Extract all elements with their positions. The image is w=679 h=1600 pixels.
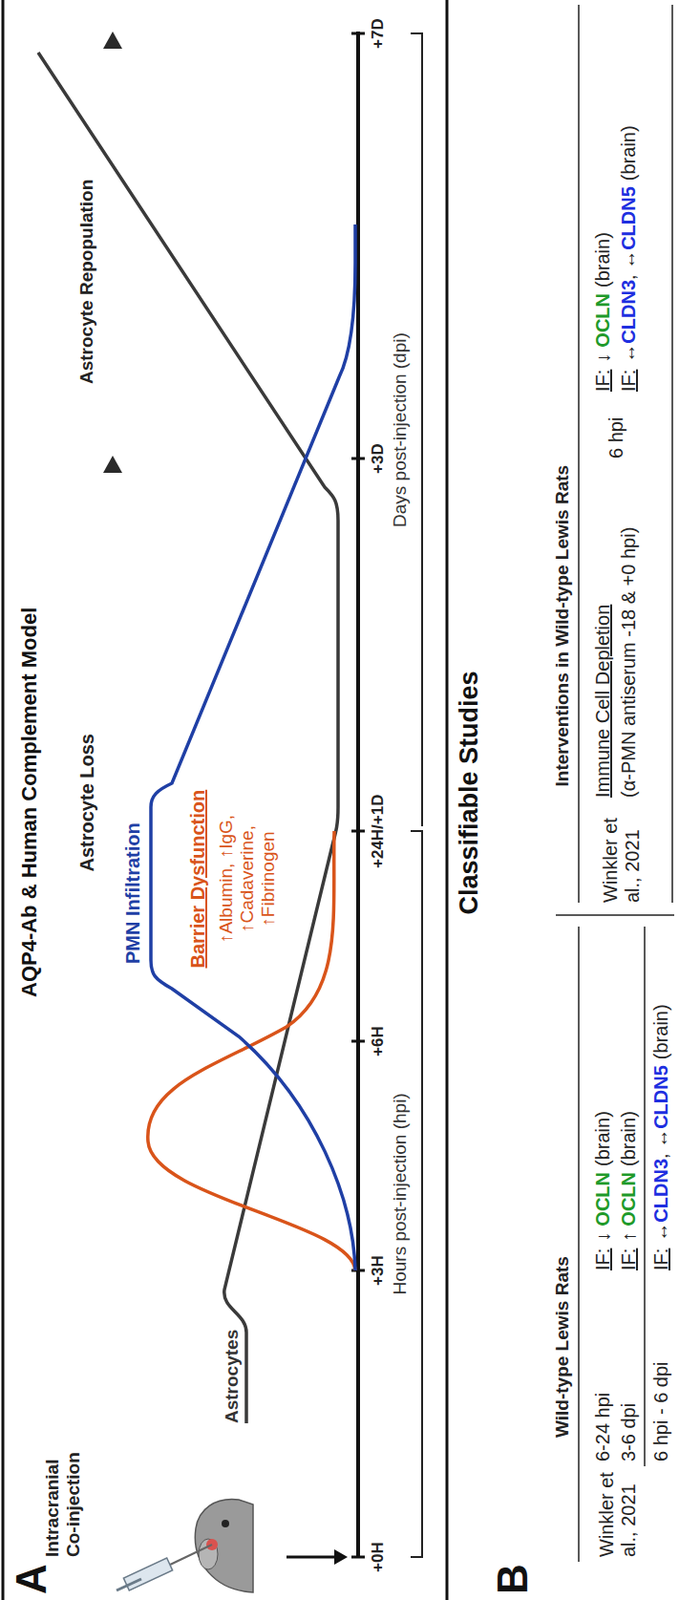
result-text: ↓ xyxy=(592,1231,615,1242)
result-text: , ↔ xyxy=(617,250,640,280)
result-text: OCLN xyxy=(592,1171,615,1227)
result-text: (brain) xyxy=(592,1110,615,1167)
result-text: IF: xyxy=(617,1248,640,1271)
curve-label: Astrocytes xyxy=(221,1329,243,1423)
citation: Winkler et al., 2021 xyxy=(599,814,644,903)
timepoint: 6-24 hpi xyxy=(592,1392,615,1462)
result-row: IF: ↓ OCLN (brain) xyxy=(592,232,615,392)
result-text: OCLN xyxy=(617,1171,640,1227)
result-text: ↔ xyxy=(650,1222,673,1242)
result-text: IF: xyxy=(650,1248,673,1271)
panel-letter: B xyxy=(488,1563,538,1594)
result-text: ↑ xyxy=(617,1231,640,1242)
result-text: (brain) xyxy=(617,125,640,181)
panel-title: AQP4-Ab & Human Complement Model xyxy=(17,607,42,998)
result-text: CLDN3 xyxy=(650,1158,673,1223)
citation: Winkler et al., 2021 xyxy=(595,1468,640,1557)
timepoint: 3-6 dpi xyxy=(617,1402,640,1462)
procedure-label: Intracranial Co-injection xyxy=(42,1432,85,1557)
tick-label: +7D xyxy=(368,18,388,49)
result-text: CLDN5 xyxy=(617,186,640,251)
result-text: (brain) xyxy=(650,1003,673,1060)
intervention-detail: (α-PMN antiserum -18 & +0 hpi) xyxy=(617,527,640,798)
curve-label: PMN Infiltration xyxy=(122,822,145,964)
phase-label: Astrocyte Repopulation xyxy=(76,179,98,384)
table-header: Interventions in Wild-type Lewis Rats xyxy=(551,465,573,787)
tick-label: +3H xyxy=(368,1254,388,1286)
phase-label: Astrocyte Loss xyxy=(76,733,99,872)
intervention: Immune Cell Depletion xyxy=(592,604,615,798)
tick-label: +0H xyxy=(368,1541,388,1572)
result-text: IF: xyxy=(617,369,640,392)
result-row: IF: ↔CLDN3, ↔CLDN5 (brain) xyxy=(617,125,640,392)
result-text: IF: xyxy=(592,369,615,392)
axis-label: Hours post-injection (hpi) xyxy=(389,1092,411,1295)
result-text: (brain) xyxy=(592,232,615,288)
timepoint: 6 hpi - 6 dpi xyxy=(650,1360,673,1462)
timepoint: 6 hpi xyxy=(605,417,628,459)
table-header: Wild-type Lewis Rats xyxy=(551,1255,573,1438)
result-text: OCLN xyxy=(592,293,615,348)
result-row: IF: ↔CLDN3, ↔CLDN5 (brain) xyxy=(650,1003,673,1271)
result-text: IF: xyxy=(592,1248,615,1271)
result-text: , ↔ xyxy=(650,1128,673,1159)
tick-label: +24H/+1D xyxy=(368,794,388,870)
result-text: ↓ xyxy=(592,353,615,363)
section-title: Classifiable Studies xyxy=(454,670,485,914)
tick-label: +6H xyxy=(368,1025,388,1057)
result-row: IF: ↑ OCLN (brain) xyxy=(617,1110,640,1271)
tick-label: +3D xyxy=(368,443,388,474)
result-text: (brain) xyxy=(617,1110,640,1167)
result-text: ↔ xyxy=(617,343,640,363)
rat-illustration xyxy=(116,1499,254,1592)
axis-label: Days post-injection (dpi) xyxy=(389,332,411,528)
panel-letter: A xyxy=(7,1563,57,1594)
curve-label: Barrier Dysfunction xyxy=(187,789,210,969)
result-text: CLDN5 xyxy=(650,1064,673,1129)
result-row: IF: ↓ OCLN (brain) xyxy=(592,1110,615,1271)
result-text: CLDN3 xyxy=(617,279,640,344)
curve-detail: ↑Albumin, ↑IgG, ↑Cadaverine, ↑Fibrinogen xyxy=(215,787,279,970)
